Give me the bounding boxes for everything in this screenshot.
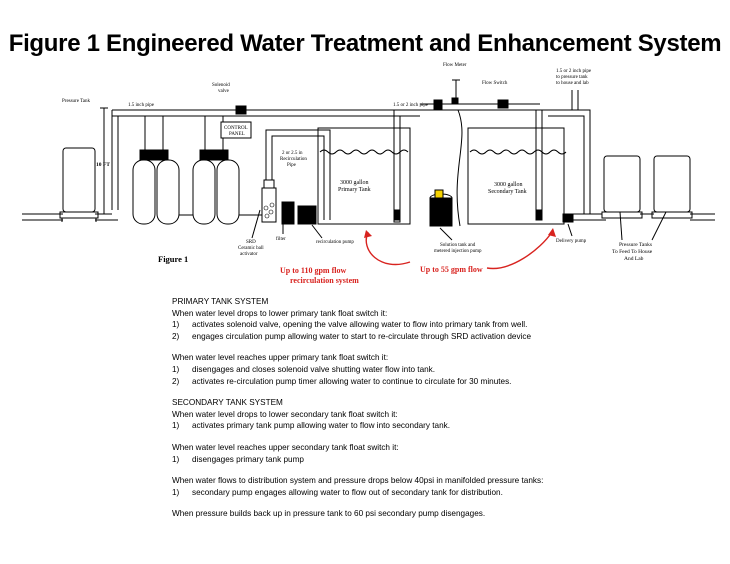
label-control-panel-2: PANEL bbox=[229, 132, 245, 137]
label-secondary-tank-2: Secondary Tank bbox=[488, 189, 527, 195]
final-text: When pressure builds back up in pressure… bbox=[172, 509, 486, 519]
callout-flow-55: Up to 55 gpm flow bbox=[420, 265, 483, 274]
label-pipe-top-right-2: to pressure tank bbox=[556, 75, 588, 80]
label-pressure-tanks-1: Pressure Tanks bbox=[619, 242, 652, 248]
label-pipe-1-5-left: 1.5 inch pipe bbox=[128, 103, 155, 108]
filter-unit-2 bbox=[192, 116, 240, 225]
filter-unit-1 bbox=[132, 116, 180, 225]
primary-tank bbox=[317, 115, 411, 225]
callout-recirc-flow-2: recirculation system bbox=[290, 276, 359, 285]
secondary-low-text: When water level drops to lower secondar… bbox=[172, 409, 398, 419]
primary-low-item-1: 1)activates solenoid valve, opening the … bbox=[172, 320, 528, 330]
label-height: 10 FT bbox=[96, 162, 110, 168]
label-primary-tank-2: Primary Tank bbox=[338, 187, 371, 193]
label-recirc-pipe-3: Pipe bbox=[287, 163, 297, 168]
primary-low-item-2: 2)engages circulation pump allowing wate… bbox=[172, 331, 532, 341]
label-flow-meter: Flow Meter bbox=[443, 63, 467, 68]
label-pipe-1-5-mid: 1.5 or 2 inch pipe bbox=[393, 103, 429, 108]
label-delivery-pump: Delivery pump bbox=[556, 239, 587, 244]
pressure-tanks-right bbox=[601, 155, 715, 221]
label-solenoid-1: Solenoid bbox=[212, 83, 230, 88]
label-recirc-pipe-2: Recirculation bbox=[280, 157, 307, 162]
label-flow-switch: Flow Switch bbox=[482, 81, 508, 86]
secondary-low-item-1: 1)activates primary tank pump allowing w… bbox=[172, 421, 451, 431]
primary-high-item-1: 1)disengages and closes solenoid valve s… bbox=[172, 364, 436, 374]
label-srd-1: SRD bbox=[246, 240, 256, 245]
water-treatment-diagram: Pressure Tank Solenoid valve 1.5 inch pi… bbox=[22, 63, 715, 285]
label-solution-tank-1: Solution tank and bbox=[440, 243, 476, 248]
primary-heading: PRIMARY TANK SYSTEM bbox=[172, 297, 269, 306]
callout-recirc-flow-1: Up to 110 gpm flow bbox=[280, 266, 346, 275]
label-pressure-tanks-2: To Feed To House bbox=[612, 249, 653, 255]
distribution-text: When water flows to distribution system … bbox=[172, 476, 544, 486]
label-recirc-pump: recirculation pump bbox=[316, 240, 354, 245]
label-pressure-tank: Pressure Tank bbox=[62, 99, 91, 104]
label-pipe-top-right-3: to house and lab bbox=[556, 81, 589, 86]
primary-low-text: When water level drops to lower primary … bbox=[172, 308, 388, 318]
description-text: PRIMARY TANK SYSTEM When water level dro… bbox=[172, 296, 692, 520]
label-primary-tank-1: 3000 gallon bbox=[340, 180, 369, 186]
page-title: Figure 1 Engineered Water Treatment and … bbox=[8, 30, 722, 57]
primary-high-item-2: 2)activates re-circulation pump timer al… bbox=[172, 376, 512, 386]
secondary-high-text: When water level reaches upper secondary… bbox=[172, 442, 399, 452]
secondary-tank bbox=[467, 109, 567, 225]
solution-tank bbox=[429, 189, 453, 227]
label-srd-3: activator bbox=[240, 252, 258, 257]
distribution-item-1: 1)secondary pump engages allowing water … bbox=[172, 487, 503, 497]
label-pressure-tanks-3: And Lab bbox=[624, 256, 644, 262]
label-secondary-tank-1: 3000 gallon bbox=[494, 182, 523, 188]
pressure-tank bbox=[59, 147, 99, 222]
label-control-panel-1: CONTROL bbox=[224, 126, 248, 131]
label-solution-tank-2: metered injection pump bbox=[434, 249, 482, 254]
label-solenoid-2: valve bbox=[218, 89, 230, 94]
figure-label: Figure 1 bbox=[158, 254, 188, 264]
secondary-heading: SECONDARY TANK SYSTEM bbox=[172, 398, 283, 408]
label-srd-2: Ceramic ball bbox=[238, 246, 264, 251]
label-recirc-pipe-1: 2 or 2.5 in bbox=[282, 151, 303, 156]
secondary-high-item-1: 1)disengages primary tank pump bbox=[172, 454, 304, 464]
label-pipe-top-right-1: 1.5 or 2 inch pipe bbox=[556, 69, 592, 74]
primary-high-text: When water level reaches upper primary t… bbox=[172, 353, 389, 363]
label-filter: filter bbox=[276, 237, 286, 242]
